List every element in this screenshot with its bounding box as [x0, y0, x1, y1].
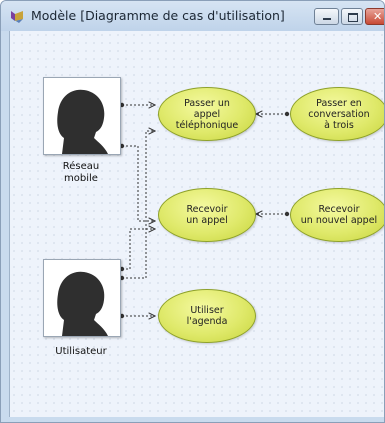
close-button[interactable]: ✕	[365, 8, 384, 25]
link-utilisateur-recevoir-appel	[122, 229, 155, 270]
title-bar[interactable]: Modèle [Diagramme de cas d'utilisation] …	[1, 1, 384, 31]
actor-label-utilisateur: Utilisateur	[55, 346, 107, 357]
minimize-button[interactable]	[314, 8, 339, 25]
close-icon: ✕	[373, 10, 383, 23]
window-title: Modèle [Diagramme de cas d'utilisation]	[31, 8, 285, 23]
usecase-conversation-trois[interactable]: Passer en conversation à trois	[290, 87, 384, 141]
actor-label-reseau: Réseau mobile	[62, 161, 100, 184]
app-icon	[11, 11, 23, 23]
usecase-recevoir-appel[interactable]: Recevoir un appel	[158, 188, 256, 242]
diagram-canvas[interactable]: Réseau mobile Utilisateur Passer un appe…	[9, 31, 384, 417]
usecase-recevoir-nouvel-appel[interactable]: Recevoir un nouvel appel	[290, 188, 384, 242]
usecase-passer-appel[interactable]: Passer un appel téléphonique	[158, 87, 256, 141]
link-utilisateur-passer-appel	[122, 131, 155, 279]
usecase-utiliser-agenda[interactable]: Utiliser l'agenda	[158, 289, 256, 343]
actor-reseau-mobile[interactable]	[43, 77, 121, 155]
person-silhouette-icon	[57, 271, 108, 336]
maximize-button[interactable]	[341, 8, 363, 25]
minimize-icon	[323, 18, 331, 20]
actor-utilisateur[interactable]	[43, 259, 121, 337]
person-silhouette-icon	[57, 89, 108, 154]
maximize-icon	[348, 13, 358, 22]
link-reseau-recevoir-appel	[122, 145, 155, 221]
